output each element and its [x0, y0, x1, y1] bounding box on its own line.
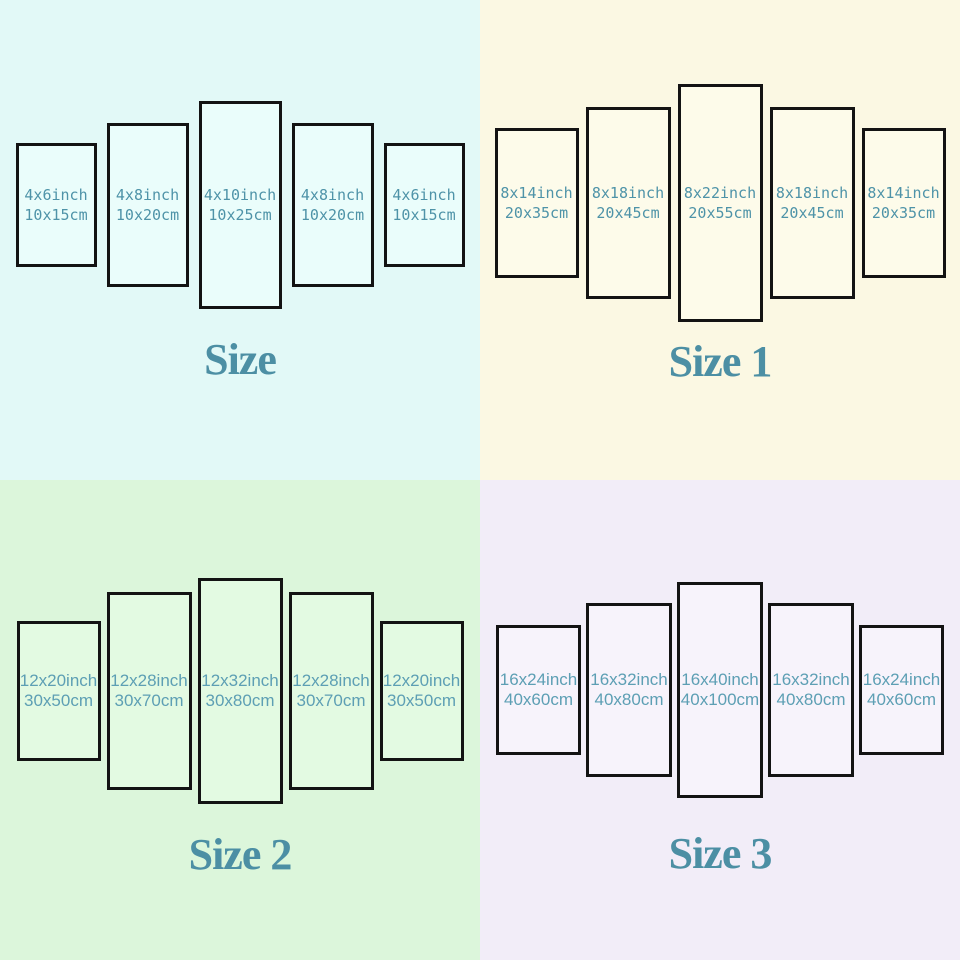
panel-label: 8x18inch 20x45cm: [592, 183, 664, 223]
panel-label: 16x24inch 40x60cm: [863, 670, 941, 710]
size-chart-quadrant-size-1: 8x14inch 20x35cm 8x18inch 20x45cm 8x22in…: [480, 0, 960, 480]
panel-size-inch: 8x18inch: [775, 184, 849, 202]
panel-size-inch: 16x24inch: [862, 670, 941, 689]
panel-label: 16x32inch 40x80cm: [772, 670, 850, 710]
panel-size-cm: 30x50cm: [24, 691, 93, 710]
canvas-panel: 12x32inch 30x80cm: [197, 578, 283, 804]
canvas-panel: 8x18inch 20x45cm: [585, 107, 671, 299]
size-title: Size 3: [668, 829, 773, 878]
panel-size-inch: 4x6inch: [24, 186, 88, 204]
panel-size-cm: 30x70cm: [114, 691, 184, 710]
panel-size-inch: 12x28inch: [110, 671, 188, 690]
panel-row: 8x14inch 20x35cm 8x18inch 20x45cm 8x22in…: [480, 84, 960, 322]
panel-size-cm: 30x80cm: [205, 691, 275, 710]
panel-label: 4x8inch 10x20cm: [301, 185, 364, 225]
panel-size-inch: 4x6inch: [392, 186, 456, 204]
size-chart-quadrant-size: 4x6inch 10x15cm 4x8inch 10x20cm 4x10inch…: [0, 0, 480, 480]
panel-label: 12x28inch 30x70cm: [292, 671, 370, 711]
canvas-panel: 8x18inch 20x45cm: [769, 107, 855, 299]
panel-size-inch: 12x20inch: [19, 671, 98, 690]
panel-size-inch: 12x32inch: [201, 671, 279, 690]
panel-size-inch: 4x8inch: [300, 186, 365, 204]
panel-label: 8x18inch 20x45cm: [776, 183, 848, 223]
panel-label: 12x28inch 30x70cm: [110, 671, 188, 711]
panel-label: 8x14inch 20x35cm: [867, 183, 939, 223]
canvas-panel: 16x40inch 40x100cm: [677, 582, 763, 798]
panel-size-cm: 10x15cm: [392, 206, 456, 224]
panel-size-inch: 8x14inch: [500, 184, 573, 202]
panel-label: 12x32inch 30x80cm: [201, 671, 279, 711]
panel-size-inch: 16x40inch: [681, 670, 759, 689]
panel-size-cm: 10x25cm: [208, 206, 272, 224]
panel-size-cm: 30x70cm: [296, 691, 366, 710]
panel-label: 12x20inch 30x50cm: [383, 671, 461, 711]
panel-label: 8x22inch 20x55cm: [684, 183, 756, 223]
panel-row: 12x20inch 30x50cm 12x28inch 30x70cm 12x3…: [0, 578, 480, 804]
canvas-panel: 4x6inch 10x15cm: [15, 143, 97, 267]
canvas-panel: 8x22inch 20x55cm: [677, 84, 763, 322]
panel-label: 4x10inch 10x25cm: [204, 185, 276, 225]
size-title: Size 2: [188, 830, 293, 879]
canvas-panel: 16x32inch 40x80cm: [586, 603, 672, 777]
panel-size-inch: 16x32inch: [590, 670, 668, 689]
size-title: Size 1: [668, 337, 773, 386]
canvas-panel: 12x28inch 30x70cm: [288, 592, 374, 790]
panel-size-cm: 40x80cm: [594, 690, 664, 709]
panel-size-inch: 4x10inch: [203, 186, 277, 204]
panel-size-cm: 40x80cm: [776, 690, 846, 709]
panel-size-inch: 12x20inch: [382, 671, 461, 690]
panel-size-inch: 16x32inch: [772, 670, 850, 689]
panel-size-cm: 40x100cm: [680, 690, 760, 709]
panel-size-cm: 20x45cm: [780, 204, 844, 222]
size-title: Size: [204, 335, 277, 384]
canvas-panel: 12x20inch 30x50cm: [379, 621, 464, 761]
canvas-panel: 8x14inch 20x35cm: [861, 128, 946, 278]
panel-label: 4x6inch 10x15cm: [24, 185, 87, 225]
canvas-panel: 16x24inch 40x60cm: [859, 625, 944, 755]
panel-size-cm: 40x60cm: [867, 690, 936, 709]
canvas-panel: 12x20inch 30x50cm: [16, 621, 101, 761]
size-chart-quadrant-size-2: 12x20inch 30x50cm 12x28inch 30x70cm 12x3…: [0, 480, 480, 960]
panel-label: 8x14inch 20x35cm: [500, 183, 572, 223]
panel-size-inch: 8x14inch: [867, 184, 940, 202]
panel-size-cm: 20x35cm: [504, 204, 569, 222]
panel-size-inch: 8x22inch: [683, 184, 757, 202]
canvas-panel: 4x8inch 10x20cm: [106, 123, 189, 287]
canvas-panel: 16x32inch 40x80cm: [768, 603, 854, 777]
panel-label: 16x40inch 40x100cm: [681, 670, 759, 710]
panel-size-inch: 12x28inch: [292, 671, 370, 690]
panel-size-cm: 20x45cm: [596, 204, 660, 222]
panel-size-cm: 10x20cm: [300, 206, 365, 224]
panel-size-inch: 16x24inch: [499, 670, 578, 689]
panel-label: 16x24inch 40x60cm: [500, 670, 578, 710]
panel-size-cm: 20x35cm: [871, 204, 936, 222]
panel-size-cm: 30x50cm: [387, 691, 456, 710]
panel-size-cm: 10x20cm: [115, 206, 180, 224]
canvas-panel: 4x6inch 10x15cm: [383, 143, 465, 267]
panel-row: 4x6inch 10x15cm 4x8inch 10x20cm 4x10inch…: [0, 101, 480, 309]
panel-label: 4x8inch 10x20cm: [116, 185, 179, 225]
panel-row: 16x24inch 40x60cm 16x32inch 40x80cm 16x4…: [480, 582, 960, 798]
panel-label: 12x20inch 30x50cm: [20, 671, 98, 711]
canvas-panel: 8x14inch 20x35cm: [494, 128, 579, 278]
size-chart-quadrant-size-3: 16x24inch 40x60cm 16x32inch 40x80cm 16x4…: [480, 480, 960, 960]
panel-label: 16x32inch 40x80cm: [590, 670, 668, 710]
canvas-panel: 4x8inch 10x20cm: [291, 123, 374, 287]
canvas-panel: 4x10inch 10x25cm: [198, 101, 282, 309]
panel-label: 4x6inch 10x15cm: [392, 185, 455, 225]
panel-size-cm: 10x15cm: [24, 206, 88, 224]
panel-size-cm: 20x55cm: [688, 204, 752, 222]
panel-size-inch: 4x8inch: [115, 186, 180, 204]
panel-size-cm: 40x60cm: [504, 690, 573, 709]
panel-size-inch: 8x18inch: [591, 184, 665, 202]
canvas-panel: 12x28inch 30x70cm: [106, 592, 192, 790]
canvas-panel: 16x24inch 40x60cm: [496, 625, 581, 755]
